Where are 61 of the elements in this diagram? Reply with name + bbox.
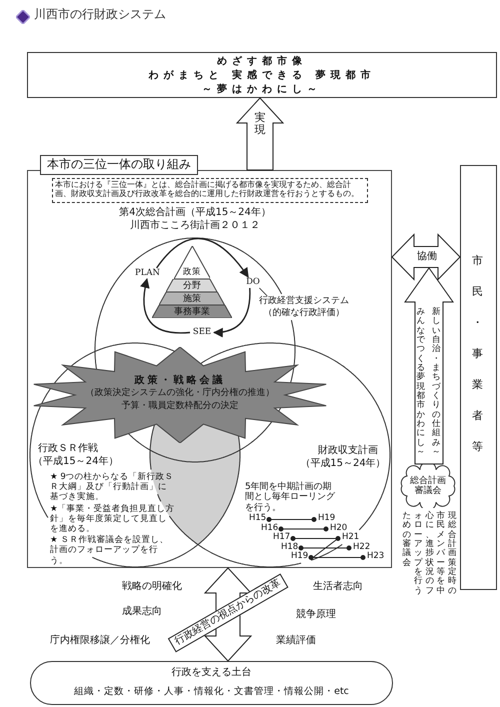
foundation-text: 組織・定数・研修・人事・情報化・文書管理・情報公開・etc (74, 687, 349, 698)
block-arrow (236, 97, 284, 170)
year-label: H18 (281, 542, 298, 552)
system-text: 行政経営支援システム (259, 296, 349, 306)
body-text: 5年間を中期計画の期間とし毎年ローリングを行う。 (245, 482, 336, 514)
block-arrow (404, 267, 454, 464)
meeting-text: （政策決定システムの強化・庁内分権の推進） (86, 388, 274, 398)
bullet-text: ★ 9つの柱からなる「新行政ＳＲ大綱」及び「行動計画」に基づき実施。 (50, 472, 175, 503)
goal-text: わがまちと 実感できる 夢現都市 (148, 70, 376, 82)
circle-heading: （平成15～24年） (33, 456, 118, 468)
page-title: 川西市の行財政システム (34, 8, 166, 22)
cycle-arrow (213, 288, 251, 338)
keyword-text: 成果志向 (122, 606, 162, 618)
level-label: 政策 (183, 268, 201, 278)
goal-box (27, 52, 497, 98)
goal-text: ～夢はかわにし～ (202, 84, 322, 96)
year-label: H23 (367, 552, 384, 562)
circle-heading: 川西市こころ街計画２０１２ (130, 220, 260, 232)
edge-label: 協働 (417, 251, 437, 262)
cycle-step-text: SEE (190, 327, 214, 338)
double-arrow (391, 233, 461, 281)
year-label: H19 (318, 514, 336, 524)
cycle-arrow (156, 238, 249, 278)
system-text: （的確な行政評価） (264, 308, 344, 318)
note-text: 本市における『三位一体』とは、総合計画に掲げる都市像を実現するため、総合計画、財政収支計画及び行政改革を総合的に運用した行財政運営を行おうとするもの。 (55, 180, 360, 199)
goal-text: めざす都市像 (217, 56, 307, 68)
bullet-text: ★ ＳＲ作戦審議会を設置し、計画のフォローアップを行う。 (50, 535, 170, 566)
note-box (52, 178, 368, 203)
year-label: H15 (249, 514, 266, 524)
keyword-text: 生活者志向 (313, 581, 363, 592)
meeting-text: 予算・職員定数枠配分の決定 (122, 401, 238, 412)
year-label: H21 (342, 533, 360, 542)
foundation-heading: 行政を支える土台 (172, 667, 252, 678)
edge-label: 実現 (254, 112, 266, 138)
note-text: 現総合計画策定時の市民メンバー等を中心に、進捗状況のフォローアップを行うための審議会 (403, 512, 457, 598)
year-label: H17 (273, 533, 290, 542)
cycle-arrow (140, 278, 190, 334)
year-label: H19 (291, 552, 308, 562)
keyword-text: 庁内権限移譲／分権化 (50, 635, 150, 646)
circle-heading: 行政ＳＲ作戦 (38, 443, 98, 454)
keyword-text: 競争原理 (296, 609, 336, 620)
circle-heading: （平成15～24年） (300, 458, 386, 470)
foundation-box (30, 661, 393, 705)
cloud-label: 総合計画審議会 (409, 476, 447, 497)
circle-heading: 第4次総合計画（平成15～24年） (119, 207, 271, 218)
edge-label: 新しい自治・まちづくりの仕組み～みんなでつくる夢現都市かわにし～ (417, 308, 441, 459)
year-label: H20 (330, 524, 348, 532)
circle-heading: 財政収支計画 (318, 445, 378, 456)
bullet-text: ★「事業・受益者負担見直し方針」を毎年度策定して見直しを進める。 (50, 504, 175, 534)
cycle-step-text: DO (245, 277, 261, 288)
cycle-step-text: PLAN (135, 268, 159, 279)
year-label: H16 (261, 524, 278, 532)
year-label: H22 (353, 542, 370, 552)
stakeholder-box (460, 165, 497, 590)
frame-heading: 本市の三位一体の取り組み (40, 155, 198, 175)
meeting-title: 政策・戦略会議 (134, 375, 226, 386)
level-label: 事務事業 (174, 306, 210, 317)
level-label: 施策 (182, 294, 201, 304)
leader-line (259, 288, 268, 296)
stakeholder-text: 市民・事業者等 (472, 253, 483, 455)
level-label: 分野 (182, 280, 201, 291)
